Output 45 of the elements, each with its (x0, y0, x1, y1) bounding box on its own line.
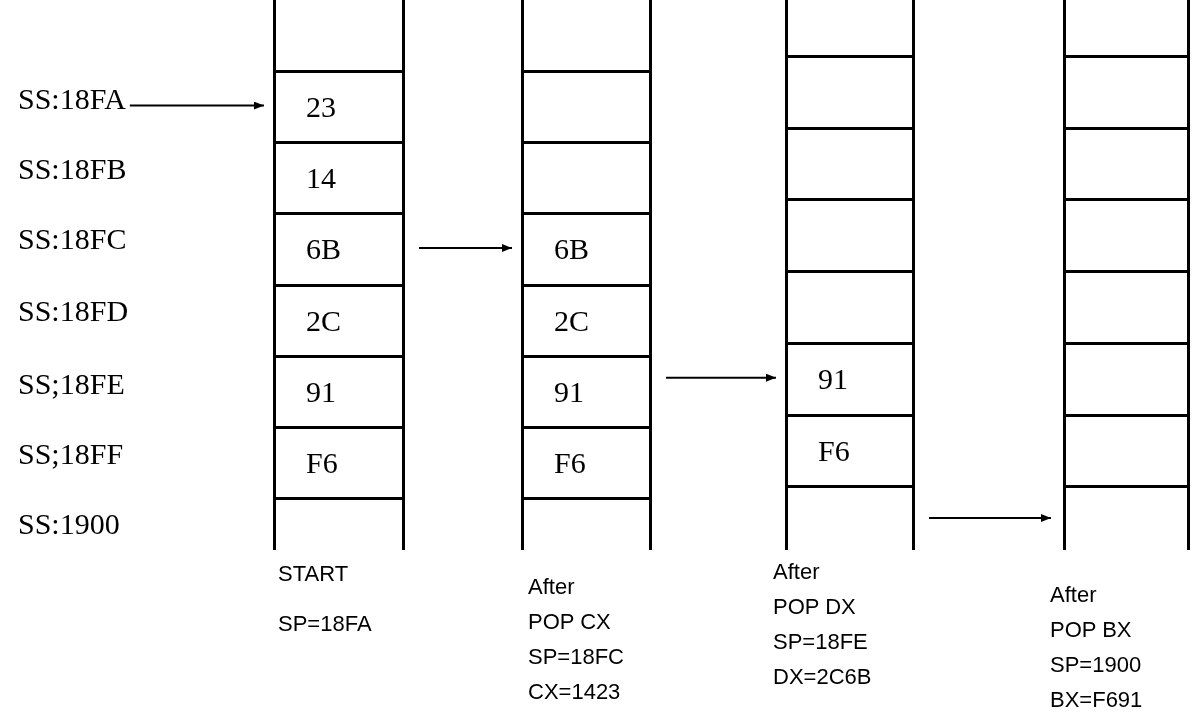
address-label: SS:18FD (18, 296, 129, 326)
cell-value: 23 (306, 92, 336, 123)
cell-value: 91 (306, 376, 336, 407)
cell-value: 91 (554, 376, 584, 407)
address-label: SS:18FC (18, 224, 127, 254)
address-label: SS:1900 (18, 509, 120, 539)
cell-value: 91 (818, 364, 848, 395)
stack-caption: SP=1900 (1050, 651, 1142, 679)
stack-caption: After (528, 573, 575, 601)
memory-stack (785, 0, 915, 550)
cell-value: 2C (306, 305, 341, 336)
address-label: SS:18FB (18, 154, 127, 184)
stack-cell (524, 426, 649, 501)
arrow (128, 101, 265, 110)
memory-stack (521, 0, 652, 550)
stack-caption: BX=F691 (1050, 686, 1143, 714)
stack-caption: POP BX (1050, 616, 1132, 644)
arrow (418, 244, 513, 252)
stack-caption: After (1050, 581, 1097, 609)
stack-caption: SP=18FC (528, 643, 624, 671)
cell-value: F6 (554, 448, 586, 479)
address-label: SS:18FA (18, 84, 126, 114)
empty-stack-cell (1066, 413, 1187, 489)
stack-caption: SP=18FE (773, 628, 868, 656)
cell-value: F6 (818, 435, 850, 466)
stack-caption: POP CX (528, 608, 611, 636)
address-label: SS;18FF (18, 439, 124, 469)
arrow (665, 373, 777, 382)
stack-caption: DX=2C6B (773, 663, 872, 691)
stack-caption: After (773, 558, 820, 586)
stack-cell (276, 426, 402, 501)
memory-stack (1063, 0, 1190, 550)
stack-caption: CX=1423 (528, 678, 621, 706)
cell-value: 6B (306, 234, 341, 265)
stack-caption: START (278, 560, 349, 588)
arrow (928, 514, 1052, 522)
cell-value: 2C (554, 305, 589, 336)
stack-caption: POP DX (773, 593, 856, 621)
stack-caption: SP=18FA (278, 610, 372, 638)
cell-value: 6B (554, 234, 589, 265)
cell-value: 14 (306, 163, 336, 194)
cell-value: F6 (306, 448, 338, 479)
stack-cell (788, 413, 912, 489)
address-label: SS;18FE (18, 369, 125, 399)
memory-stack (273, 0, 405, 550)
